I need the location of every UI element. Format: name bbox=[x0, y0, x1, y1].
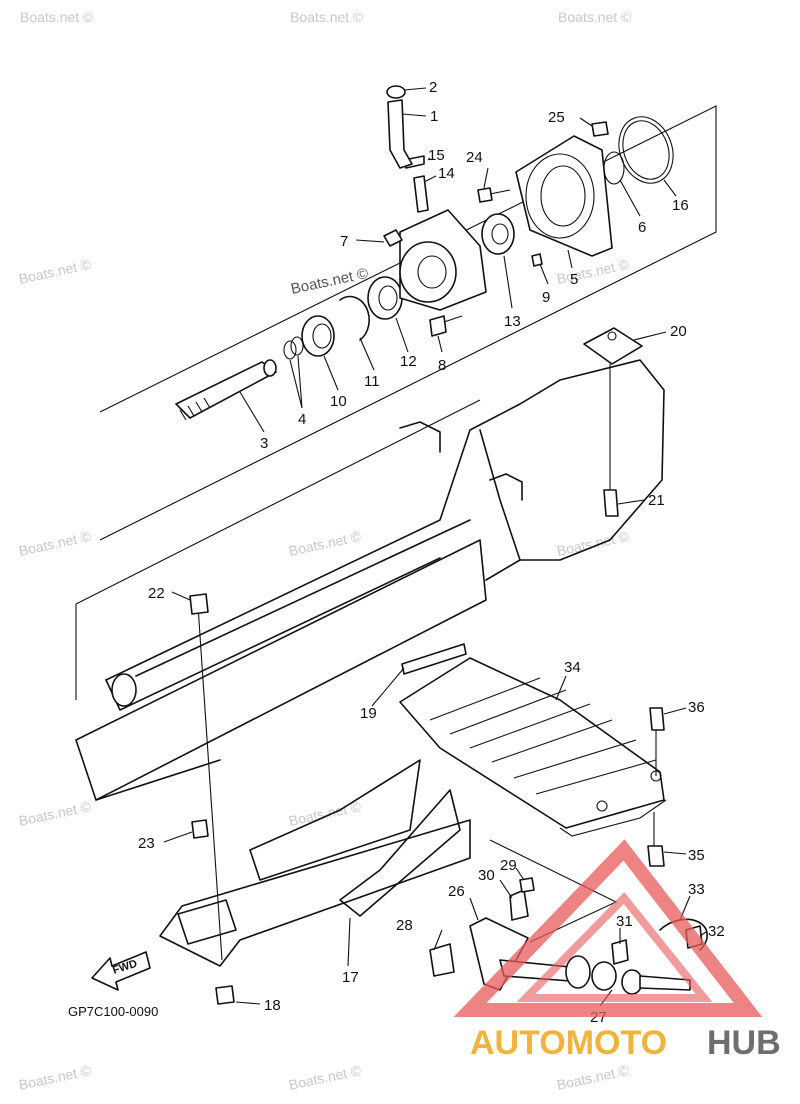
callout-4: 4 bbox=[298, 411, 306, 428]
callout-18: 18 bbox=[264, 997, 281, 1014]
watermark: Boats.net © bbox=[17, 528, 93, 559]
part-11-circlip bbox=[339, 295, 370, 341]
part-14-fitting bbox=[413, 175, 429, 213]
callout-20: 20 bbox=[670, 323, 687, 340]
part-24-bolt bbox=[477, 187, 511, 203]
callout-30: 30 bbox=[478, 867, 495, 884]
part-29-nut bbox=[519, 877, 535, 893]
watermark: Boats.net © bbox=[17, 256, 93, 287]
callout-9: 9 bbox=[542, 289, 550, 306]
part-12-bearing bbox=[367, 276, 403, 320]
callout-leaders bbox=[163, 87, 707, 1007]
callout-16: 16 bbox=[672, 197, 689, 214]
watermark: Boats.net © bbox=[17, 1062, 93, 1093]
callout-22: 22 bbox=[148, 585, 165, 602]
part-3-drive-shaft bbox=[175, 359, 277, 421]
callout-28: 28 bbox=[396, 917, 413, 934]
part-30-plate bbox=[509, 889, 529, 921]
watermark: Boats.net © bbox=[20, 9, 94, 25]
part-23-bolt bbox=[191, 819, 209, 839]
callout-19: 19 bbox=[360, 705, 377, 722]
part-18-bolt bbox=[215, 985, 235, 1005]
part-5-pump-housing bbox=[515, 135, 613, 257]
part-9-pin bbox=[531, 253, 543, 267]
part-27-cable-end bbox=[499, 955, 691, 995]
callout-23: 23 bbox=[138, 835, 155, 852]
watermark: Boats.net © bbox=[555, 528, 631, 559]
callout-5: 5 bbox=[570, 271, 578, 288]
callout-1: 1 bbox=[430, 108, 438, 125]
callout-26: 26 bbox=[448, 883, 465, 900]
main-hull bbox=[105, 359, 665, 711]
brand-name-part1: AUTOMOTO bbox=[470, 1024, 667, 1062]
part-10-seal bbox=[301, 315, 335, 357]
diagram-code: GP7C100-0090 bbox=[68, 1004, 158, 1019]
part-36-bolt bbox=[649, 707, 665, 776]
watermark: Boats.net © bbox=[555, 256, 631, 287]
callout-3: 3 bbox=[260, 435, 268, 452]
callout-6: 6 bbox=[638, 219, 646, 236]
watermark: Boats.net © bbox=[17, 798, 93, 829]
part-34-intake-grate bbox=[399, 657, 667, 837]
callout-35: 35 bbox=[688, 847, 705, 864]
watermark: Boats.net © bbox=[290, 9, 364, 25]
inline-watermark: Boats.net © bbox=[289, 265, 369, 298]
callout-8: 8 bbox=[438, 357, 446, 374]
hull-lower-rail bbox=[75, 539, 487, 801]
part-25-plate bbox=[591, 121, 609, 137]
part-22-bolt bbox=[189, 593, 209, 615]
part-16-o-ring bbox=[618, 116, 674, 184]
part-2-clamp bbox=[386, 85, 406, 99]
callout-29: 29 bbox=[500, 857, 517, 874]
callout-2: 2 bbox=[429, 79, 437, 96]
callout-21: 21 bbox=[648, 492, 665, 509]
part-4-o-rings bbox=[283, 336, 304, 360]
automotohub-logo: AUTOMOTO HUB bbox=[453, 839, 781, 1062]
part-7-bearing-housing bbox=[383, 209, 487, 311]
callout-17: 17 bbox=[342, 969, 359, 986]
callout-36: 36 bbox=[688, 699, 705, 716]
watermark: Boats.net © bbox=[558, 9, 632, 25]
part-28-bolts bbox=[429, 943, 455, 977]
callout-labels: 2 1 15 14 7 24 25 6 16 5 9 13 8 12 11 10… bbox=[138, 79, 725, 1026]
callout-11: 11 bbox=[364, 373, 380, 390]
callout-34: 34 bbox=[564, 659, 581, 676]
part-19-strip bbox=[401, 643, 467, 675]
part-31-collar bbox=[611, 939, 629, 965]
part-20-mount-plate bbox=[583, 327, 643, 365]
callout-13: 13 bbox=[504, 313, 521, 330]
callout-25: 25 bbox=[548, 109, 565, 126]
callout-33: 33 bbox=[688, 881, 705, 898]
watermark: Boats.net © bbox=[555, 1062, 631, 1093]
callout-24: 24 bbox=[466, 149, 483, 166]
part-13-bearing bbox=[481, 213, 515, 255]
callout-32: 32 bbox=[708, 923, 725, 940]
callout-14: 14 bbox=[438, 165, 455, 182]
lower-assembly-frame bbox=[75, 399, 481, 700]
callout-15: 15 bbox=[428, 147, 445, 164]
part-6-o-ring bbox=[603, 151, 625, 185]
callout-31: 31 bbox=[616, 913, 633, 930]
part-1-hose bbox=[387, 99, 413, 169]
watermark: Boats.net © bbox=[287, 528, 363, 559]
callout-10: 10 bbox=[330, 393, 347, 410]
watermark: Boats.net © bbox=[287, 1062, 363, 1093]
part-33-clamp bbox=[659, 918, 708, 951]
brand-name-part2: HUB bbox=[707, 1024, 781, 1062]
part-8-bolt bbox=[429, 315, 463, 337]
part-17-bottom-panel bbox=[159, 759, 471, 967]
part-35-bolt bbox=[647, 812, 665, 867]
bolt-axis-22-18 bbox=[197, 605, 223, 961]
callout-12: 12 bbox=[400, 353, 417, 370]
callout-7: 7 bbox=[340, 233, 348, 250]
part-21-bolt bbox=[603, 489, 619, 517]
fwd-arrow-icon: FWD bbox=[91, 951, 151, 991]
